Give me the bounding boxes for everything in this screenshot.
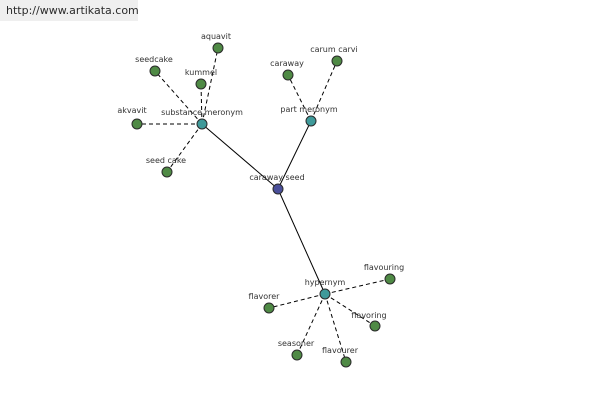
term-label-flavoring[interactable]: flavoring — [351, 311, 386, 320]
term-node-caraway[interactable] — [282, 69, 294, 81]
term-label-akvavit[interactable]: akvavit — [117, 106, 146, 115]
edge-center-to-hypernym — [277, 188, 326, 295]
term-label-seedcake[interactable]: seedcake — [135, 55, 173, 64]
edge-part-to-caraway — [287, 74, 312, 122]
graph-nodes — [131, 42, 396, 368]
term-label-caraway[interactable]: caraway — [270, 59, 304, 68]
center-node-label[interactable]: caraway seed — [249, 173, 304, 182]
term-node-carum-carvi[interactable] — [331, 55, 343, 67]
relation-node-part[interactable] — [305, 115, 317, 127]
relation-label-substance[interactable]: substance meronym — [161, 108, 243, 117]
site-url-banner[interactable]: http://www.artikata.com — [0, 0, 139, 21]
term-label-carum-carvi[interactable]: carum carvi — [310, 45, 358, 54]
term-node-flavorer[interactable] — [263, 302, 275, 314]
term-node-kummel[interactable] — [195, 78, 207, 90]
term-node-aquavit[interactable] — [212, 42, 224, 54]
relation-node-substance[interactable] — [196, 118, 208, 130]
relation-label-hypernym[interactable]: hypernym — [305, 278, 346, 287]
term-label-seasoner[interactable]: seasoner — [278, 339, 315, 348]
term-label-flavourer[interactable]: flavourer — [322, 346, 359, 355]
relation-node-hypernym[interactable] — [319, 288, 331, 300]
term-node-seasoner[interactable] — [291, 349, 303, 361]
term-label-seed-cake[interactable]: seed cake — [146, 156, 186, 165]
term-label-flavorer[interactable]: flavorer — [249, 292, 281, 301]
relation-label-part[interactable]: part meronym — [280, 105, 337, 114]
edge-hypernym-to-flavourer — [324, 293, 347, 363]
term-label-aquavit[interactable]: aquavit — [201, 32, 231, 41]
term-node-seedcake[interactable] — [149, 65, 161, 77]
edge-center-to-substance — [201, 123, 279, 190]
term-node-flavouring[interactable] — [384, 273, 396, 285]
edge-hypernym-to-flavoring — [324, 293, 376, 327]
edge-substance-to-kummel — [200, 83, 203, 125]
edge-hypernym-to-flavorer — [268, 293, 326, 309]
term-label-flavouring[interactable]: flavouring — [364, 263, 404, 272]
edge-center-to-part — [277, 120, 312, 190]
graph-labels: caraway seed substance meronym aquavit seed… — [117, 32, 404, 355]
edge-part-to-carum-carvi — [310, 60, 338, 122]
term-node-seed-cake[interactable] — [161, 166, 173, 178]
term-node-flavourer[interactable] — [340, 356, 352, 368]
term-node-flavoring[interactable] — [369, 320, 381, 332]
term-node-akvavit[interactable] — [131, 118, 143, 130]
edge-substance-to-seedcake — [154, 70, 203, 125]
center-node[interactable] — [272, 183, 284, 195]
edge-substance-to-seed-cake — [166, 123, 203, 173]
edge-substance-to-aquavit — [201, 47, 219, 125]
graph-edges — [137, 47, 391, 363]
term-label-kummel[interactable]: kummel — [185, 68, 217, 77]
